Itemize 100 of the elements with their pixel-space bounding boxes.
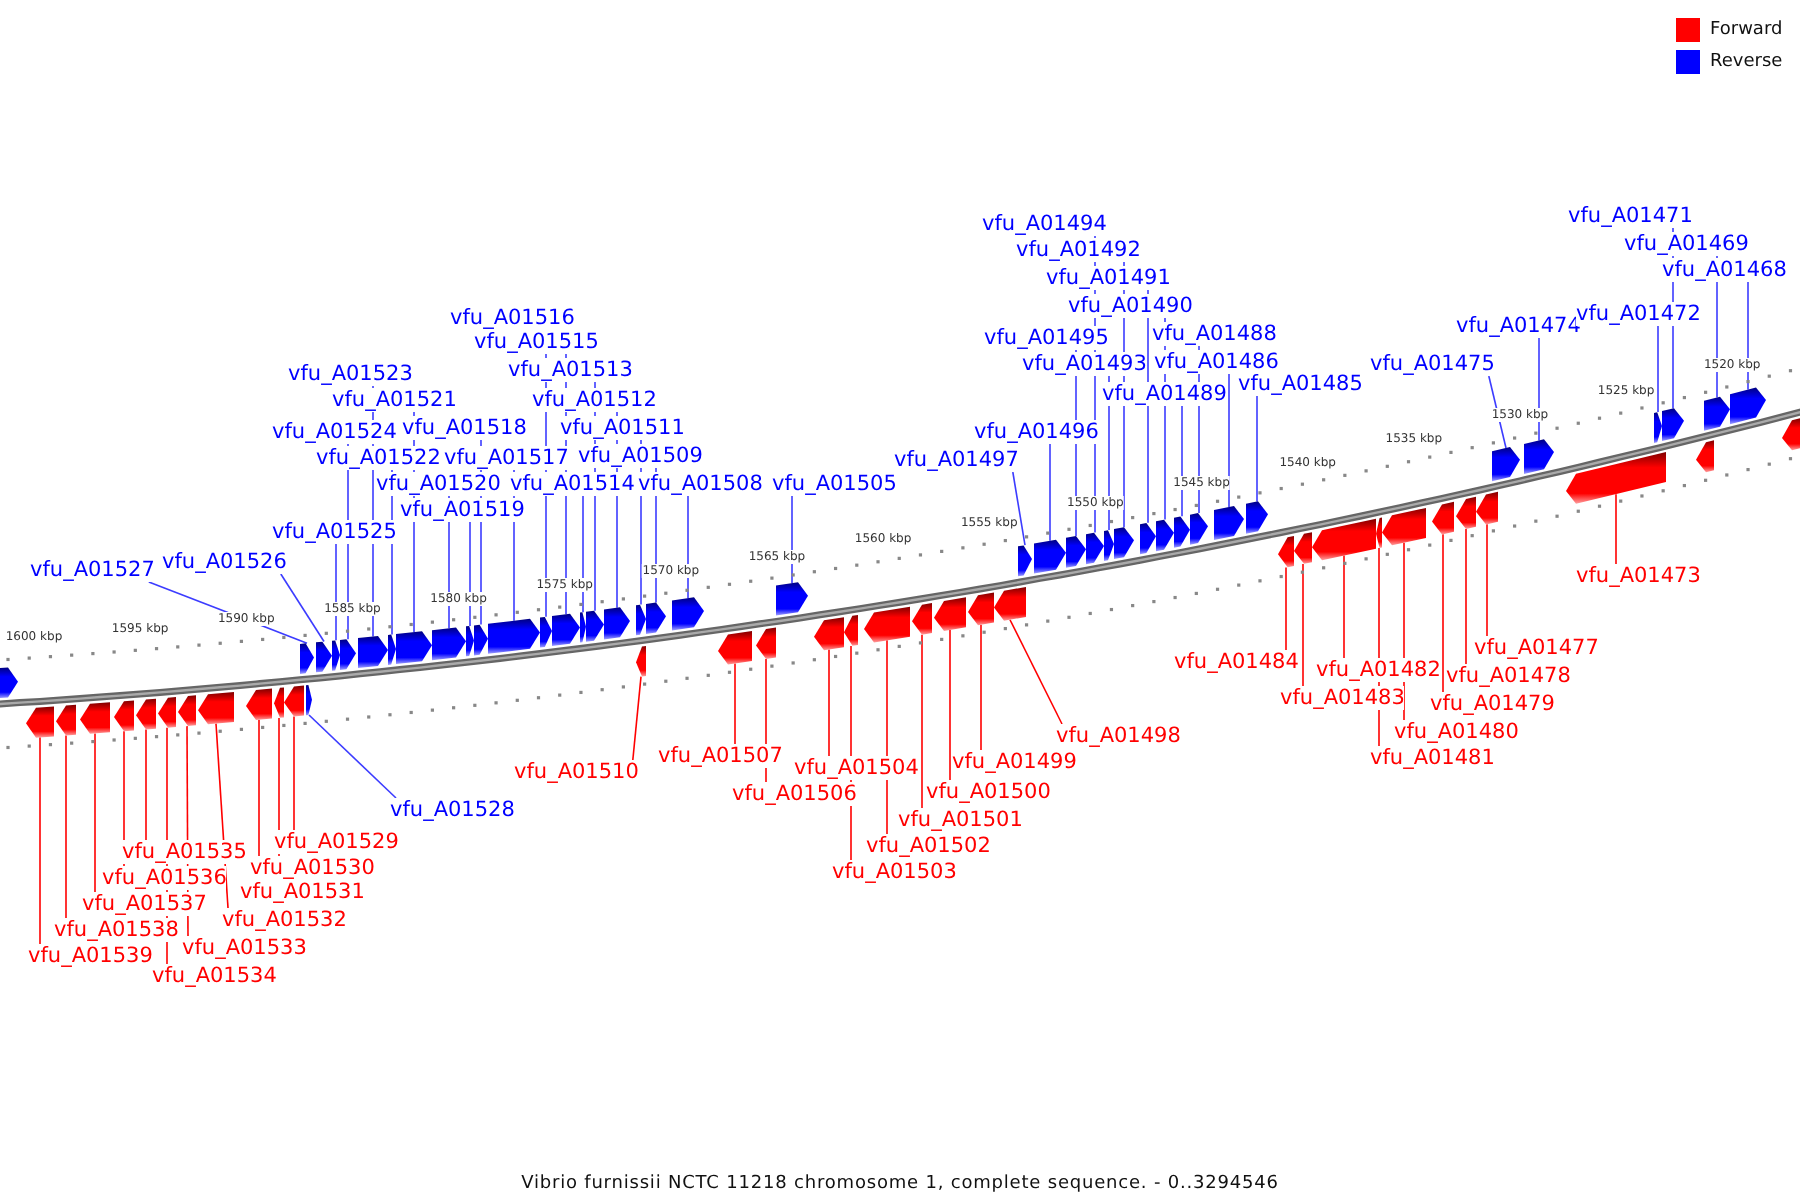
gene-label: vfu_A01499 (952, 750, 1077, 774)
gene-glyph (1278, 535, 1294, 568)
leader-line (734, 662, 736, 745)
gene-label: vfu_A01518 (402, 416, 527, 440)
gene-label: vfu_A01525 (272, 520, 397, 544)
leader-line (1486, 523, 1488, 637)
gene-glyph (1566, 452, 1666, 504)
leader-line (1012, 471, 1026, 546)
gene-glyph (586, 610, 604, 642)
gene-label: vfu_A01533 (182, 936, 307, 960)
gene-label: vfu_A01479 (1430, 692, 1555, 716)
gene-label: vfu_A01526 (162, 550, 287, 574)
gene-label: vfu_A01521 (332, 388, 457, 412)
leader-line (1049, 443, 1051, 542)
gene-glyph (636, 645, 646, 677)
gene-label: vfu_A01524 (272, 420, 397, 444)
gene-label: vfu_A01471 (1568, 204, 1693, 228)
leader-line (632, 675, 642, 761)
leader-line (469, 521, 471, 627)
leader-line (1442, 533, 1444, 693)
gene-label: vfu_A01506 (732, 782, 857, 806)
gene-glyph (1696, 440, 1714, 473)
gene-label: vfu_A01475 (1370, 352, 1495, 376)
gene-label: vfu_A01472 (1576, 302, 1701, 326)
gene-label: vfu_A01534 (152, 964, 277, 988)
leader-line (1657, 325, 1659, 413)
gene-glyph (316, 641, 332, 673)
gene-label: vfu_A01480 (1394, 720, 1519, 744)
leader-line (308, 714, 397, 799)
gene-label: vfu_A01502 (866, 834, 991, 858)
gene-label: vfu_A01507 (658, 744, 783, 768)
gene-label: vfu_A01490 (1068, 294, 1193, 318)
gene-glyph (1730, 387, 1766, 425)
gene-glyph (756, 627, 776, 659)
gene-label: vfu_A01496 (974, 420, 1099, 444)
leader-line (335, 543, 337, 642)
gene-label: vfu_A01469 (1624, 232, 1749, 256)
gene-label: vfu_A01501 (898, 808, 1023, 832)
gene-label: vfu_A01529 (274, 830, 399, 854)
gene-glyph (1140, 523, 1156, 555)
gene-glyph (1432, 501, 1454, 535)
leader-line (293, 715, 295, 831)
leader-line (791, 495, 793, 584)
leader-line (1256, 395, 1258, 503)
leader-line (1009, 618, 1063, 725)
leader-line (1747, 281, 1749, 391)
gene-glyph (968, 592, 994, 626)
gene-glyph (604, 607, 630, 640)
gene-glyph (994, 586, 1026, 621)
gene-label: vfu_A01488 (1152, 322, 1277, 346)
gene-glyph (136, 698, 156, 730)
gene-label: vfu_A01483 (1280, 686, 1405, 710)
gene-label: vfu_A01494 (982, 212, 1107, 236)
gene-label: vfu_A01538 (54, 918, 179, 942)
gene-label: vfu_A01503 (832, 860, 957, 884)
gene-label: vfu_A01528 (390, 798, 515, 822)
gene-label: vfu_A01485 (1238, 372, 1363, 396)
gene-label: vfu_A01484 (1174, 650, 1299, 674)
gene-glyph (1156, 519, 1174, 552)
gene-glyph (1066, 536, 1086, 568)
gene-glyph (396, 631, 432, 665)
leader-line (980, 623, 982, 751)
gene-label: vfu_A01473 (1576, 564, 1701, 588)
gene-glyph (26, 706, 54, 738)
gene-glyph (1190, 513, 1208, 545)
gene-label: vfu_A01482 (1316, 658, 1441, 682)
gene-label: vfu_A01468 (1662, 258, 1787, 282)
gene-glyph (934, 597, 966, 631)
gene-glyph (158, 697, 176, 728)
gene-label: vfu_A01505 (772, 472, 897, 496)
gene-label: vfu_A01531 (240, 880, 365, 904)
gene-label: vfu_A01491 (1046, 266, 1171, 290)
gene-label: vfu_A01481 (1370, 746, 1495, 770)
gene-label: vfu_A01517 (444, 446, 569, 470)
gene-label: vfu_A01513 (508, 358, 633, 382)
leader-line (1615, 493, 1617, 565)
gene-glyph (432, 627, 466, 661)
gene-glyph (340, 639, 356, 670)
gene-label: vfu_A01489 (1102, 382, 1227, 406)
gene-label: vfu_A01509 (578, 444, 703, 468)
gene-label: vfu_A01486 (1154, 350, 1279, 374)
gene-glyph (1214, 506, 1244, 540)
gene-glyph (1246, 501, 1268, 534)
gene-label: vfu_A01508 (638, 472, 763, 496)
gene-glyph (300, 643, 314, 674)
gene-label: vfu_A01530 (250, 856, 375, 880)
leader-line (1285, 566, 1287, 651)
leader-line (1465, 528, 1467, 665)
gene-glyph (1782, 418, 1800, 451)
gene-label: vfu_A01523 (288, 362, 413, 386)
gene-label: vfu_A01495 (984, 326, 1109, 350)
gene-label: vfu_A01539 (28, 944, 153, 968)
gene-label: vfu_A01520 (376, 472, 501, 496)
gene-glyph (1704, 396, 1730, 431)
gene-label: vfu_A01532 (222, 908, 347, 932)
gene-label: vfu_A01522 (316, 446, 441, 470)
gene-glyph (672, 597, 704, 631)
gene-glyph (1174, 516, 1190, 548)
gene-label: vfu_A01504 (794, 756, 919, 780)
gene-label: vfu_A01500 (926, 780, 1051, 804)
